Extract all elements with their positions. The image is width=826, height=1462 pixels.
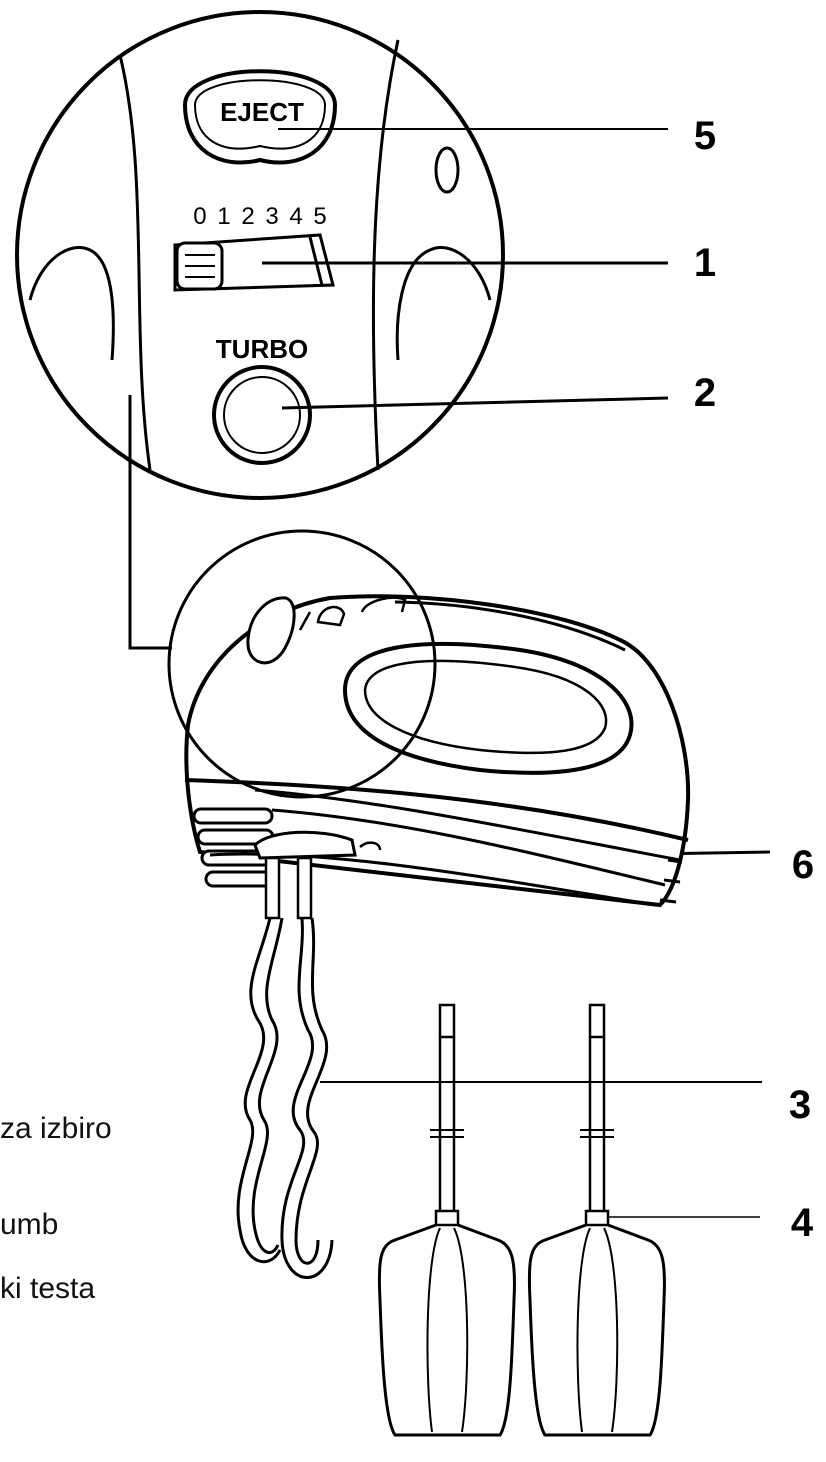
side-text-2: umb [0, 1208, 59, 1241]
side-text-3: ki testa [0, 1272, 96, 1305]
beater-right [527, 1003, 666, 1437]
callout-1: 1 [694, 241, 716, 285]
leader-lines [262, 128, 771, 1218]
detail-magnifier: EJECT 0 1 2 3 4 5 TURBO [15, 10, 505, 650]
callout-6: 6 [792, 843, 814, 887]
eject-label: EJECT [220, 97, 304, 127]
turbo-button: TURBO [212, 334, 312, 465]
beater-left [377, 1003, 516, 1437]
vent-slots [192, 807, 276, 888]
callout-2: 2 [694, 371, 716, 415]
callout-3: 3 [789, 1083, 811, 1127]
eject-button: EJECT [182, 69, 338, 165]
callout-numbers: 5 1 2 6 3 4 [694, 114, 814, 1245]
side-text-1: za izbiro [0, 1112, 112, 1145]
callout-4: 4 [791, 1201, 814, 1245]
turbo-label: TURBO [216, 334, 308, 364]
callout-5: 5 [694, 114, 716, 158]
speed-scale-label: 0 1 2 3 4 5 [193, 203, 328, 230]
mixer-body [167, 529, 691, 908]
speed-switch [173, 233, 335, 292]
dough-hook [236, 856, 334, 1279]
